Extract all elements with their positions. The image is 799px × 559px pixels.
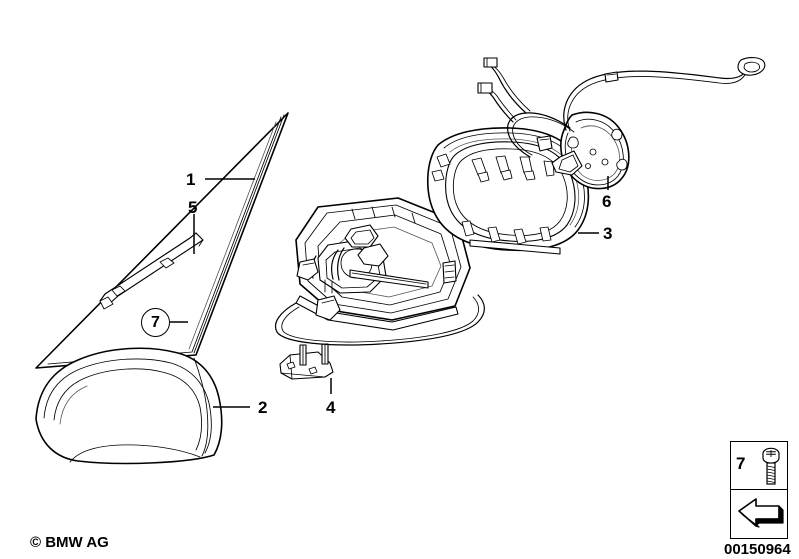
part-mirror-housing-frame: [426, 127, 590, 255]
part-mounting-bracket: [279, 343, 334, 380]
hex-socket-cap-screw-icon: [762, 447, 780, 485]
part-retaining-strip: [99, 232, 204, 310]
callout-leader-lines: [170, 176, 609, 408]
part-mirror-base-carrier: [295, 197, 471, 331]
callout-number-7-label: 7: [151, 313, 160, 331]
callout-number-7-circled: 7: [141, 308, 170, 337]
part-mirror-glass: [35, 112, 289, 369]
callout-number-3: 3: [603, 224, 613, 243]
callout-number-1: 1: [186, 170, 196, 189]
legend-cell-arrow: [731, 490, 787, 539]
callout-number-2: 2: [258, 398, 268, 417]
legend-box: 7: [730, 441, 788, 539]
part-mirror-cover-cap: [35, 347, 223, 465]
legend-cell-bolt: 7: [731, 442, 787, 490]
legend-item-number: 7: [736, 454, 746, 473]
copyright-notice: © BMW AG: [30, 534, 109, 551]
callout-number-4: 4: [326, 398, 336, 417]
callout-number-5: 5: [188, 198, 198, 217]
part-cable-loop: [275, 294, 485, 346]
diagram-number: 00150964: [724, 541, 791, 558]
part-adjustment-motor: [477, 57, 766, 190]
direction-arrow-icon: [738, 498, 784, 528]
callout-number-6: 6: [602, 192, 612, 211]
